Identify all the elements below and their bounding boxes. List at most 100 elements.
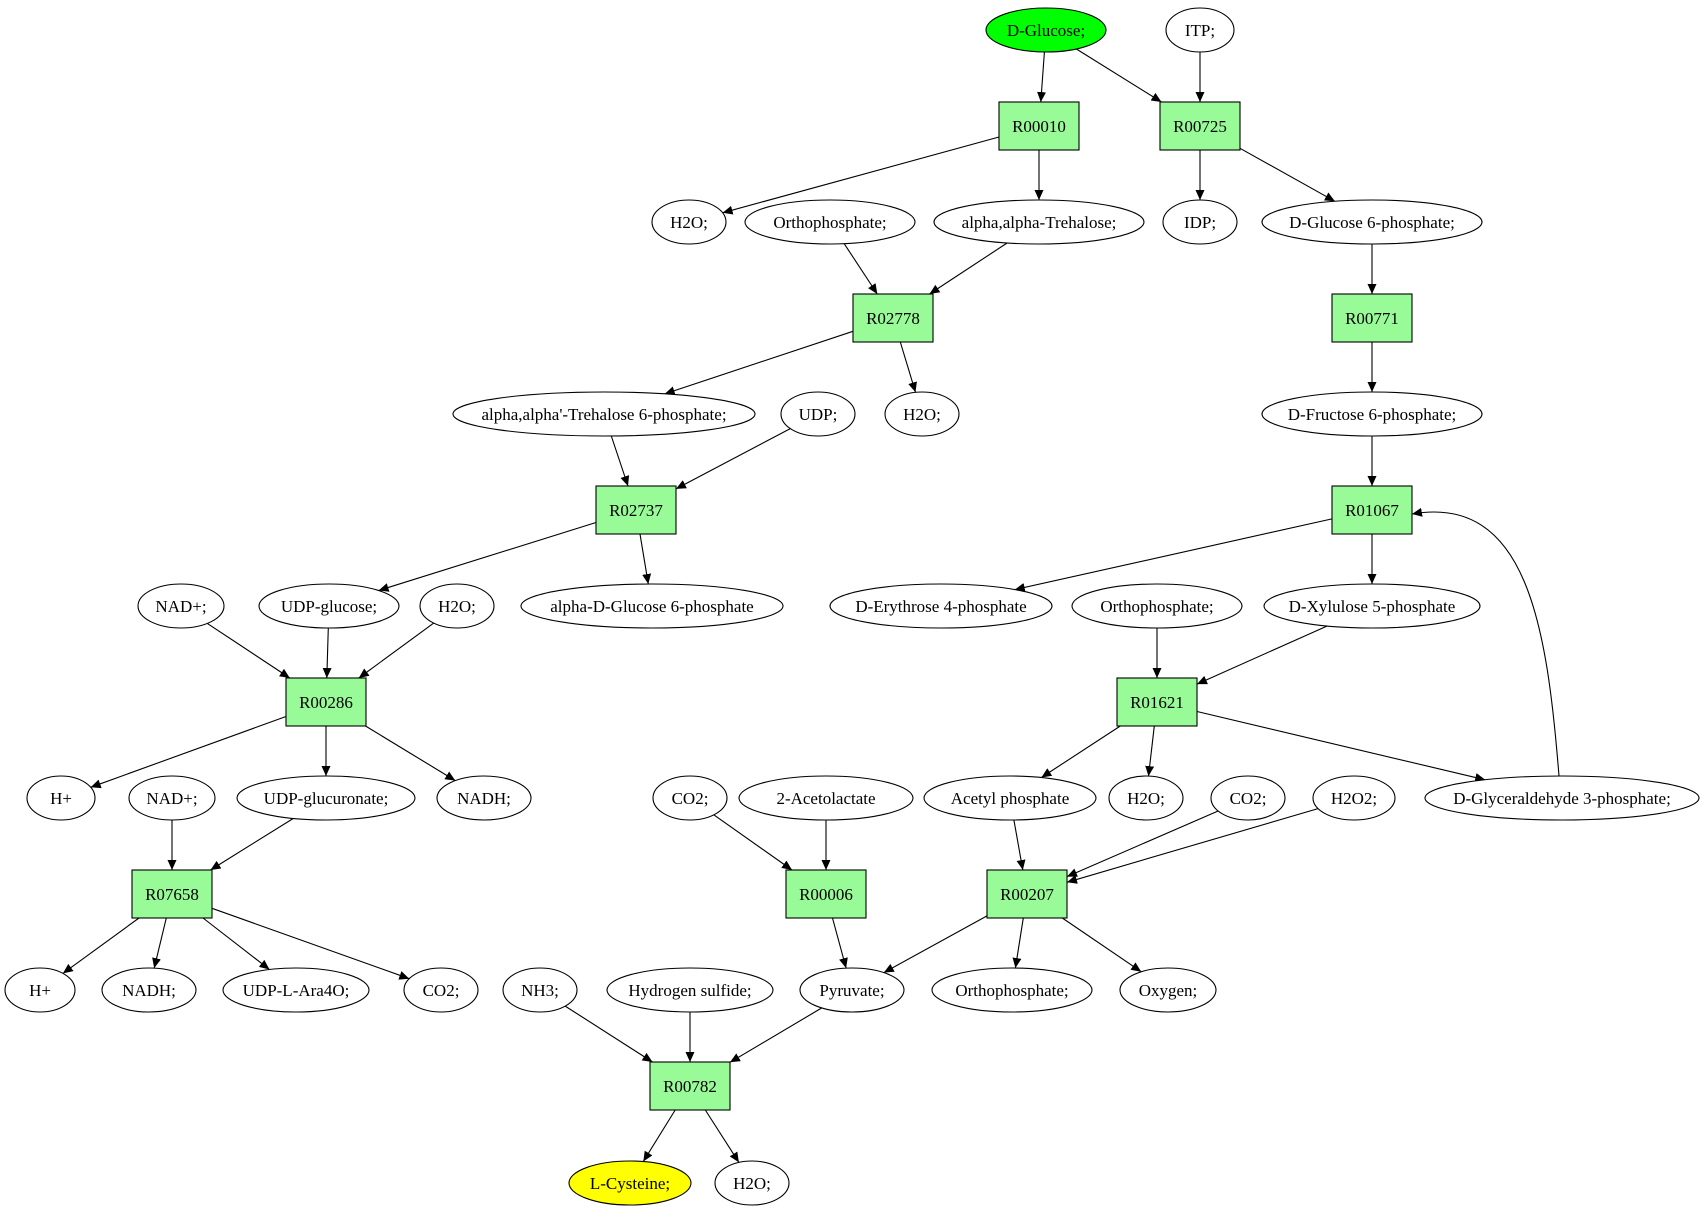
compound-ellipse <box>1424 775 1700 821</box>
node-label: UDP-L-Ara4O; <box>243 981 350 1000</box>
compound-node-h2o[interactable]: H2O; <box>884 391 960 437</box>
reaction-box <box>986 869 1068 919</box>
node-label: UDP-glucuronate; <box>264 789 389 808</box>
reaction-node-r00286[interactable]: R00286 <box>285 677 367 727</box>
edge-r-R02778-to-c-t6p <box>664 330 854 396</box>
edge-c-udpglucose-to-r-R00286 <box>322 627 332 679</box>
compound-node-udp[interactable]: UDP; <box>780 391 856 437</box>
compound-ellipse <box>651 199 727 245</box>
reaction-node-r01621[interactable]: R01621 <box>1116 677 1198 727</box>
compound-node-orthophosphate[interactable]: Orthophosphate; <box>1071 583 1243 629</box>
compound-node-udp-glucose[interactable]: UDP-glucose; <box>258 583 400 629</box>
reaction-node-r07658[interactable]: R07658 <box>131 869 213 919</box>
reaction-node-r00782[interactable]: R00782 <box>649 1061 731 1111</box>
edge-r-R02778-to-c-h2o-2 <box>899 341 917 393</box>
node-label: ITP; <box>1185 21 1215 40</box>
reaction-node-r01067[interactable]: R01067 <box>1331 485 1413 535</box>
reaction-node-r00010[interactable]: R00010 <box>998 101 1080 151</box>
compound-ellipse <box>884 391 960 437</box>
compound-node-udp-l-ara4o[interactable]: UDP-L-Ara4O; <box>222 967 370 1013</box>
compound-node-l-cysteine[interactable]: L-Cysteine; <box>568 1160 692 1206</box>
compound-node-co2[interactable]: CO2; <box>1210 775 1286 821</box>
compound-ellipse <box>436 775 532 821</box>
reaction-box <box>785 869 867 919</box>
compound-node-d-fructose-6-phosphate[interactable]: D-Fructose 6-phosphate; <box>1261 391 1483 437</box>
edge-r-R00207-to-c-orthophosphate-3 <box>1012 917 1024 969</box>
node-label: R00010 <box>1012 117 1066 136</box>
compound-ellipse <box>452 391 756 437</box>
compound-node-orthophosphate[interactable]: Orthophosphate; <box>744 199 916 245</box>
compound-node-acetyl-phosphate[interactable]: Acetyl phosphate <box>923 775 1097 821</box>
compound-node-h2o[interactable]: H2O; <box>714 1160 790 1206</box>
compound-node-d-erythrose-4-phosphate[interactable]: D-Erythrose 4-phosphate <box>829 583 1053 629</box>
edge-r-R00207-to-c-pyruvate <box>883 915 988 974</box>
edge-c-x5p-to-r-R01621 <box>1196 625 1328 685</box>
compound-node-alpha-d-glucose-6-phosphate[interactable]: alpha-D-Glucose 6-phosphate <box>520 583 784 629</box>
compound-node-nad[interactable]: NAD+; <box>137 583 225 629</box>
compound-node-idp[interactable]: IDP; <box>1162 199 1238 245</box>
compound-node-h2o[interactable]: H2O; <box>651 199 727 245</box>
compound-node-nad[interactable]: NAD+; <box>128 775 216 821</box>
node-label: CO2; <box>423 981 460 1000</box>
compound-ellipse <box>744 199 916 245</box>
edge-c-acetylphosphate-to-r-R00207 <box>1013 819 1026 871</box>
compound-node-h[interactable]: H+ <box>26 775 96 821</box>
edge-r-R07658-to-c-co2-3 <box>211 907 410 980</box>
node-label: R00771 <box>1345 309 1399 328</box>
compound-node-udp-glucuronate[interactable]: UDP-glucuronate; <box>236 775 416 821</box>
compound-node-nadh[interactable]: NADH; <box>101 967 197 1013</box>
node-label: NADH; <box>457 789 511 808</box>
compound-ellipse <box>419 583 495 629</box>
compound-node-hydrogen-sulfide[interactable]: Hydrogen sulfide; <box>606 967 774 1013</box>
compound-node-h2o[interactable]: H2O; <box>419 583 495 629</box>
compound-ellipse <box>923 775 1097 821</box>
reaction-box <box>649 1061 731 1111</box>
compound-node-alpha-alpha-trehalose[interactable]: alpha,alpha-Trehalose; <box>933 199 1145 245</box>
compound-ellipse <box>222 967 370 1013</box>
edge-c-trehalose-to-r-R02778 <box>929 242 1008 295</box>
compound-node-d-glucose[interactable]: D-Glucose; <box>985 7 1107 53</box>
reaction-node-r02778[interactable]: R02778 <box>852 293 934 343</box>
compound-node-co2[interactable]: CO2; <box>403 967 479 1013</box>
edge-c-nh3-to-r-R00782 <box>564 1005 653 1063</box>
compound-ellipse <box>1312 775 1396 821</box>
compound-node-h2o[interactable]: H2O; <box>1108 775 1184 821</box>
node-label: R02778 <box>866 309 920 328</box>
compound-node-nadh[interactable]: NADH; <box>436 775 532 821</box>
compound-node-h2o2[interactable]: H2O2; <box>1312 775 1396 821</box>
compound-ellipse <box>714 1160 790 1206</box>
reaction-node-r00006[interactable]: R00006 <box>785 869 867 919</box>
node-label: R00782 <box>663 1077 717 1096</box>
compound-node-d-glyceraldehyde-3-phosphate[interactable]: D-Glyceraldehyde 3-phosphate; <box>1424 775 1700 821</box>
edge-c-orthophosphate-1-to-r-R02778 <box>843 243 878 295</box>
compound-node-2-acetolactate[interactable]: 2-Acetolactate <box>738 775 914 821</box>
reaction-node-r02737[interactable]: R02737 <box>595 485 677 535</box>
node-label: H2O; <box>733 1174 771 1193</box>
node-label: Oxygen; <box>1139 981 1198 1000</box>
compound-node-alpha-alpha-trehalose-6-phosphate[interactable]: alpha,alpha'-Trehalose 6-phosphate; <box>452 391 756 437</box>
edge-r-R01067-to-c-e4p <box>1014 518 1333 592</box>
edge-r-R00286-to-c-hplus-1 <box>90 715 287 789</box>
compound-node-d-glucose-6-phosphate[interactable]: D-Glucose 6-phosphate; <box>1261 199 1483 245</box>
node-label: CO2; <box>672 789 709 808</box>
reaction-node-r00771[interactable]: R00771 <box>1331 293 1413 343</box>
compound-ellipse <box>738 775 914 821</box>
node-label: H2O; <box>903 405 941 424</box>
reaction-node-r00207[interactable]: R00207 <box>986 869 1068 919</box>
compound-ellipse <box>606 967 774 1013</box>
compound-node-h[interactable]: H+ <box>4 967 76 1013</box>
node-label: Hydrogen sulfide; <box>628 981 751 1000</box>
compound-node-oxygen[interactable]: Oxygen; <box>1119 967 1217 1013</box>
compound-node-d-xylulose-5-phosphate[interactable]: D-Xylulose 5-phosphate <box>1263 583 1481 629</box>
compound-node-co2[interactable]: CO2; <box>652 775 728 821</box>
reaction-node-r00725[interactable]: R00725 <box>1159 101 1241 151</box>
compound-ellipse <box>931 967 1093 1013</box>
compound-node-pyruvate[interactable]: Pyruvate; <box>799 967 905 1013</box>
reaction-box <box>131 869 213 919</box>
compound-node-nh3[interactable]: NH3; <box>502 967 578 1013</box>
compound-node-orthophosphate[interactable]: Orthophosphate; <box>931 967 1093 1013</box>
node-label: alpha,alpha-Trehalose; <box>962 213 1117 232</box>
compound-node-itp[interactable]: ITP; <box>1165 7 1235 53</box>
node-label: D-Xylulose 5-phosphate <box>1289 597 1456 616</box>
